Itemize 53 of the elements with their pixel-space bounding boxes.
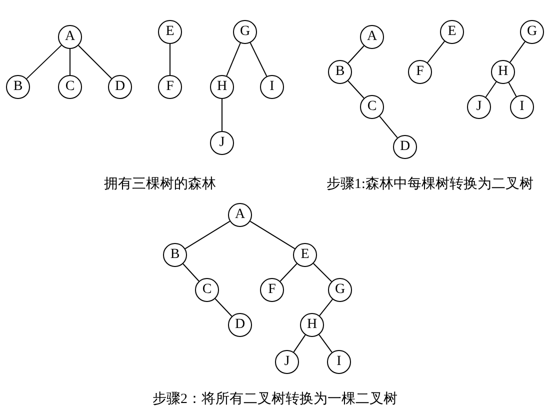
edge-line	[427, 40, 445, 64]
edge-line	[293, 334, 306, 353]
tree-node: C	[195, 278, 219, 302]
tree-node: H	[491, 60, 515, 84]
tree-node: E	[293, 243, 317, 267]
tree-node: D	[228, 313, 252, 337]
tree-node: C	[58, 75, 82, 99]
edge-line	[348, 80, 364, 99]
caption-text: 步骤1:森林中每棵树转换为二叉树	[326, 176, 534, 193]
edge-line	[508, 82, 517, 97]
caption-text: 步骤2：将所有二叉树转换为一棵二叉树	[152, 390, 398, 408]
edge-line	[26, 44, 62, 80]
edge-line	[182, 263, 200, 282]
tree-node: I	[510, 95, 534, 119]
tree-node: F	[408, 60, 432, 84]
tree-node: D	[108, 75, 132, 99]
edge-line	[280, 263, 298, 282]
edge-line	[78, 44, 112, 80]
tree-node: J	[467, 95, 491, 119]
tree-node: A	[228, 203, 252, 227]
tree-node: J	[275, 350, 299, 374]
edge-line	[379, 116, 398, 138]
tree-node: E	[440, 20, 464, 44]
edge-line	[250, 220, 296, 250]
edge-line	[348, 45, 364, 64]
tree-node: F	[158, 75, 182, 99]
tree-node: I	[327, 350, 351, 374]
tree-node: C	[360, 95, 384, 119]
tree-node: E	[158, 20, 182, 44]
tree-node: G	[520, 20, 544, 44]
edge-line	[510, 41, 526, 63]
tree-node: G	[233, 20, 257, 44]
tree-node: H	[210, 75, 234, 99]
edge-line	[318, 334, 332, 353]
tree-node: A	[58, 25, 82, 49]
tree-node: A	[360, 25, 384, 49]
edge-line	[184, 220, 230, 250]
tree-node: B	[6, 75, 30, 99]
edge-line	[214, 298, 232, 317]
tree-node: I	[260, 75, 284, 99]
edge-line	[485, 81, 497, 98]
edge-line	[312, 262, 332, 282]
tree-node: B	[163, 243, 187, 267]
caption-text: 拥有三棵树的森林	[104, 176, 216, 193]
tree-node: J	[210, 131, 234, 155]
tree-node: H	[300, 313, 324, 337]
tree-node: G	[328, 278, 352, 302]
tree-node: F	[260, 278, 284, 302]
edge-line	[226, 42, 241, 76]
tree-node: D	[393, 135, 417, 159]
edge-line	[250, 42, 268, 77]
edge-line	[319, 298, 333, 316]
tree-node: B	[328, 60, 352, 84]
